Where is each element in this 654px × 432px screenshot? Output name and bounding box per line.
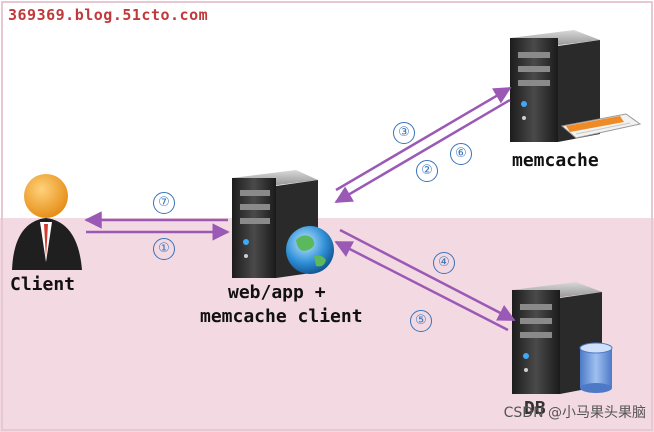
- watermark-text: 369369.blog.51cto.com: [8, 6, 208, 24]
- step-7-badge: ⑦: [153, 192, 175, 214]
- step-5-badge: ⑤: [410, 310, 432, 332]
- server-database-icon: [512, 282, 612, 394]
- step-1-badge: ①: [153, 238, 175, 260]
- step-6-badge: ⑥: [450, 143, 472, 165]
- step-3-badge: ③: [393, 122, 415, 144]
- web-label-line2: memcache client: [200, 306, 363, 327]
- step-4-badge: ④: [433, 252, 455, 274]
- step-2-badge: ②: [416, 160, 438, 182]
- memcache-label: memcache: [512, 150, 599, 171]
- web-label-line1: web/app +: [228, 282, 326, 303]
- client-label: Client: [10, 274, 75, 295]
- csdn-credit: CSDN @小马果头果脑: [504, 402, 646, 422]
